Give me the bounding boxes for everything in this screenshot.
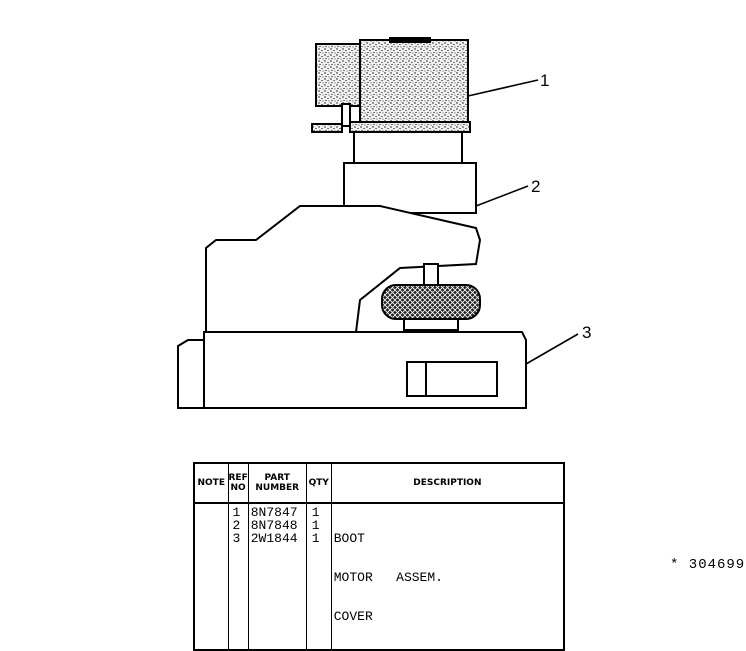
description-row-1: BOOT bbox=[333, 531, 365, 546]
boot-part bbox=[311, 37, 471, 133]
part-number-cell: 8N7847 8N7848 2W1844 bbox=[247, 503, 307, 650]
parts-table-header-row: NOTE REF NO PART NUMBER QTY DESCRIPTION bbox=[193, 463, 565, 504]
header-part-number-line-1: PART bbox=[264, 473, 290, 483]
description-cell: BOOT MOTOR ASSEM. COVER bbox=[330, 503, 565, 650]
parts-list-table: NOTE REF NO PART NUMBER QTY DESCRIPTION … bbox=[193, 462, 565, 651]
header-ref-no: REF NO bbox=[227, 463, 249, 504]
drawing-number: * 304699 bbox=[670, 557, 746, 573]
callout-2: 2 bbox=[531, 177, 540, 196]
qty-row-3: 1 bbox=[311, 531, 320, 546]
qty-row-2: 1 bbox=[311, 518, 320, 533]
header-part-number-line-2: NUMBER bbox=[255, 483, 300, 493]
header-qty: QTY bbox=[305, 463, 332, 504]
cover-part bbox=[177, 331, 527, 409]
note-cell bbox=[193, 503, 229, 650]
assembly-diagram: 1 2 3 bbox=[177, 37, 591, 409]
qty-row-1: 1 bbox=[311, 505, 320, 520]
callout-1: 1 bbox=[540, 71, 549, 90]
note-row-2 bbox=[197, 519, 226, 532]
header-part-number: PART NUMBER bbox=[247, 463, 307, 504]
header-ref-no-line-1: REF bbox=[228, 473, 248, 483]
note-row-3 bbox=[197, 532, 226, 545]
header-description: DESCRIPTION bbox=[330, 463, 565, 504]
part-number-row-1: 8N7847 bbox=[250, 505, 298, 520]
qty-cell: 1 1 1 bbox=[305, 503, 332, 650]
note-row-1 bbox=[197, 506, 226, 519]
motor-assembly-part bbox=[205, 131, 482, 338]
part-number-row-3: 2W1844 bbox=[250, 531, 298, 546]
leader-lines bbox=[467, 79, 579, 365]
description-row-3: COVER bbox=[333, 609, 373, 624]
ref-no-row-2: 2 bbox=[232, 518, 241, 533]
parts-table-body: 1 2 3 8N7847 8N7848 2W1844 1 1 1 BOOT MO… bbox=[193, 503, 565, 650]
part-number-row-2: 8N7848 bbox=[250, 518, 298, 533]
description-row-2: MOTOR ASSEM. bbox=[333, 570, 443, 585]
ref-no-cell: 1 2 3 bbox=[227, 503, 249, 650]
header-note: NOTE bbox=[193, 463, 229, 504]
ref-no-row-1: 1 bbox=[232, 505, 241, 520]
ref-no-row-3: 3 bbox=[232, 531, 241, 546]
header-ref-no-line-2: NO bbox=[230, 483, 246, 493]
callout-3: 3 bbox=[582, 323, 591, 342]
